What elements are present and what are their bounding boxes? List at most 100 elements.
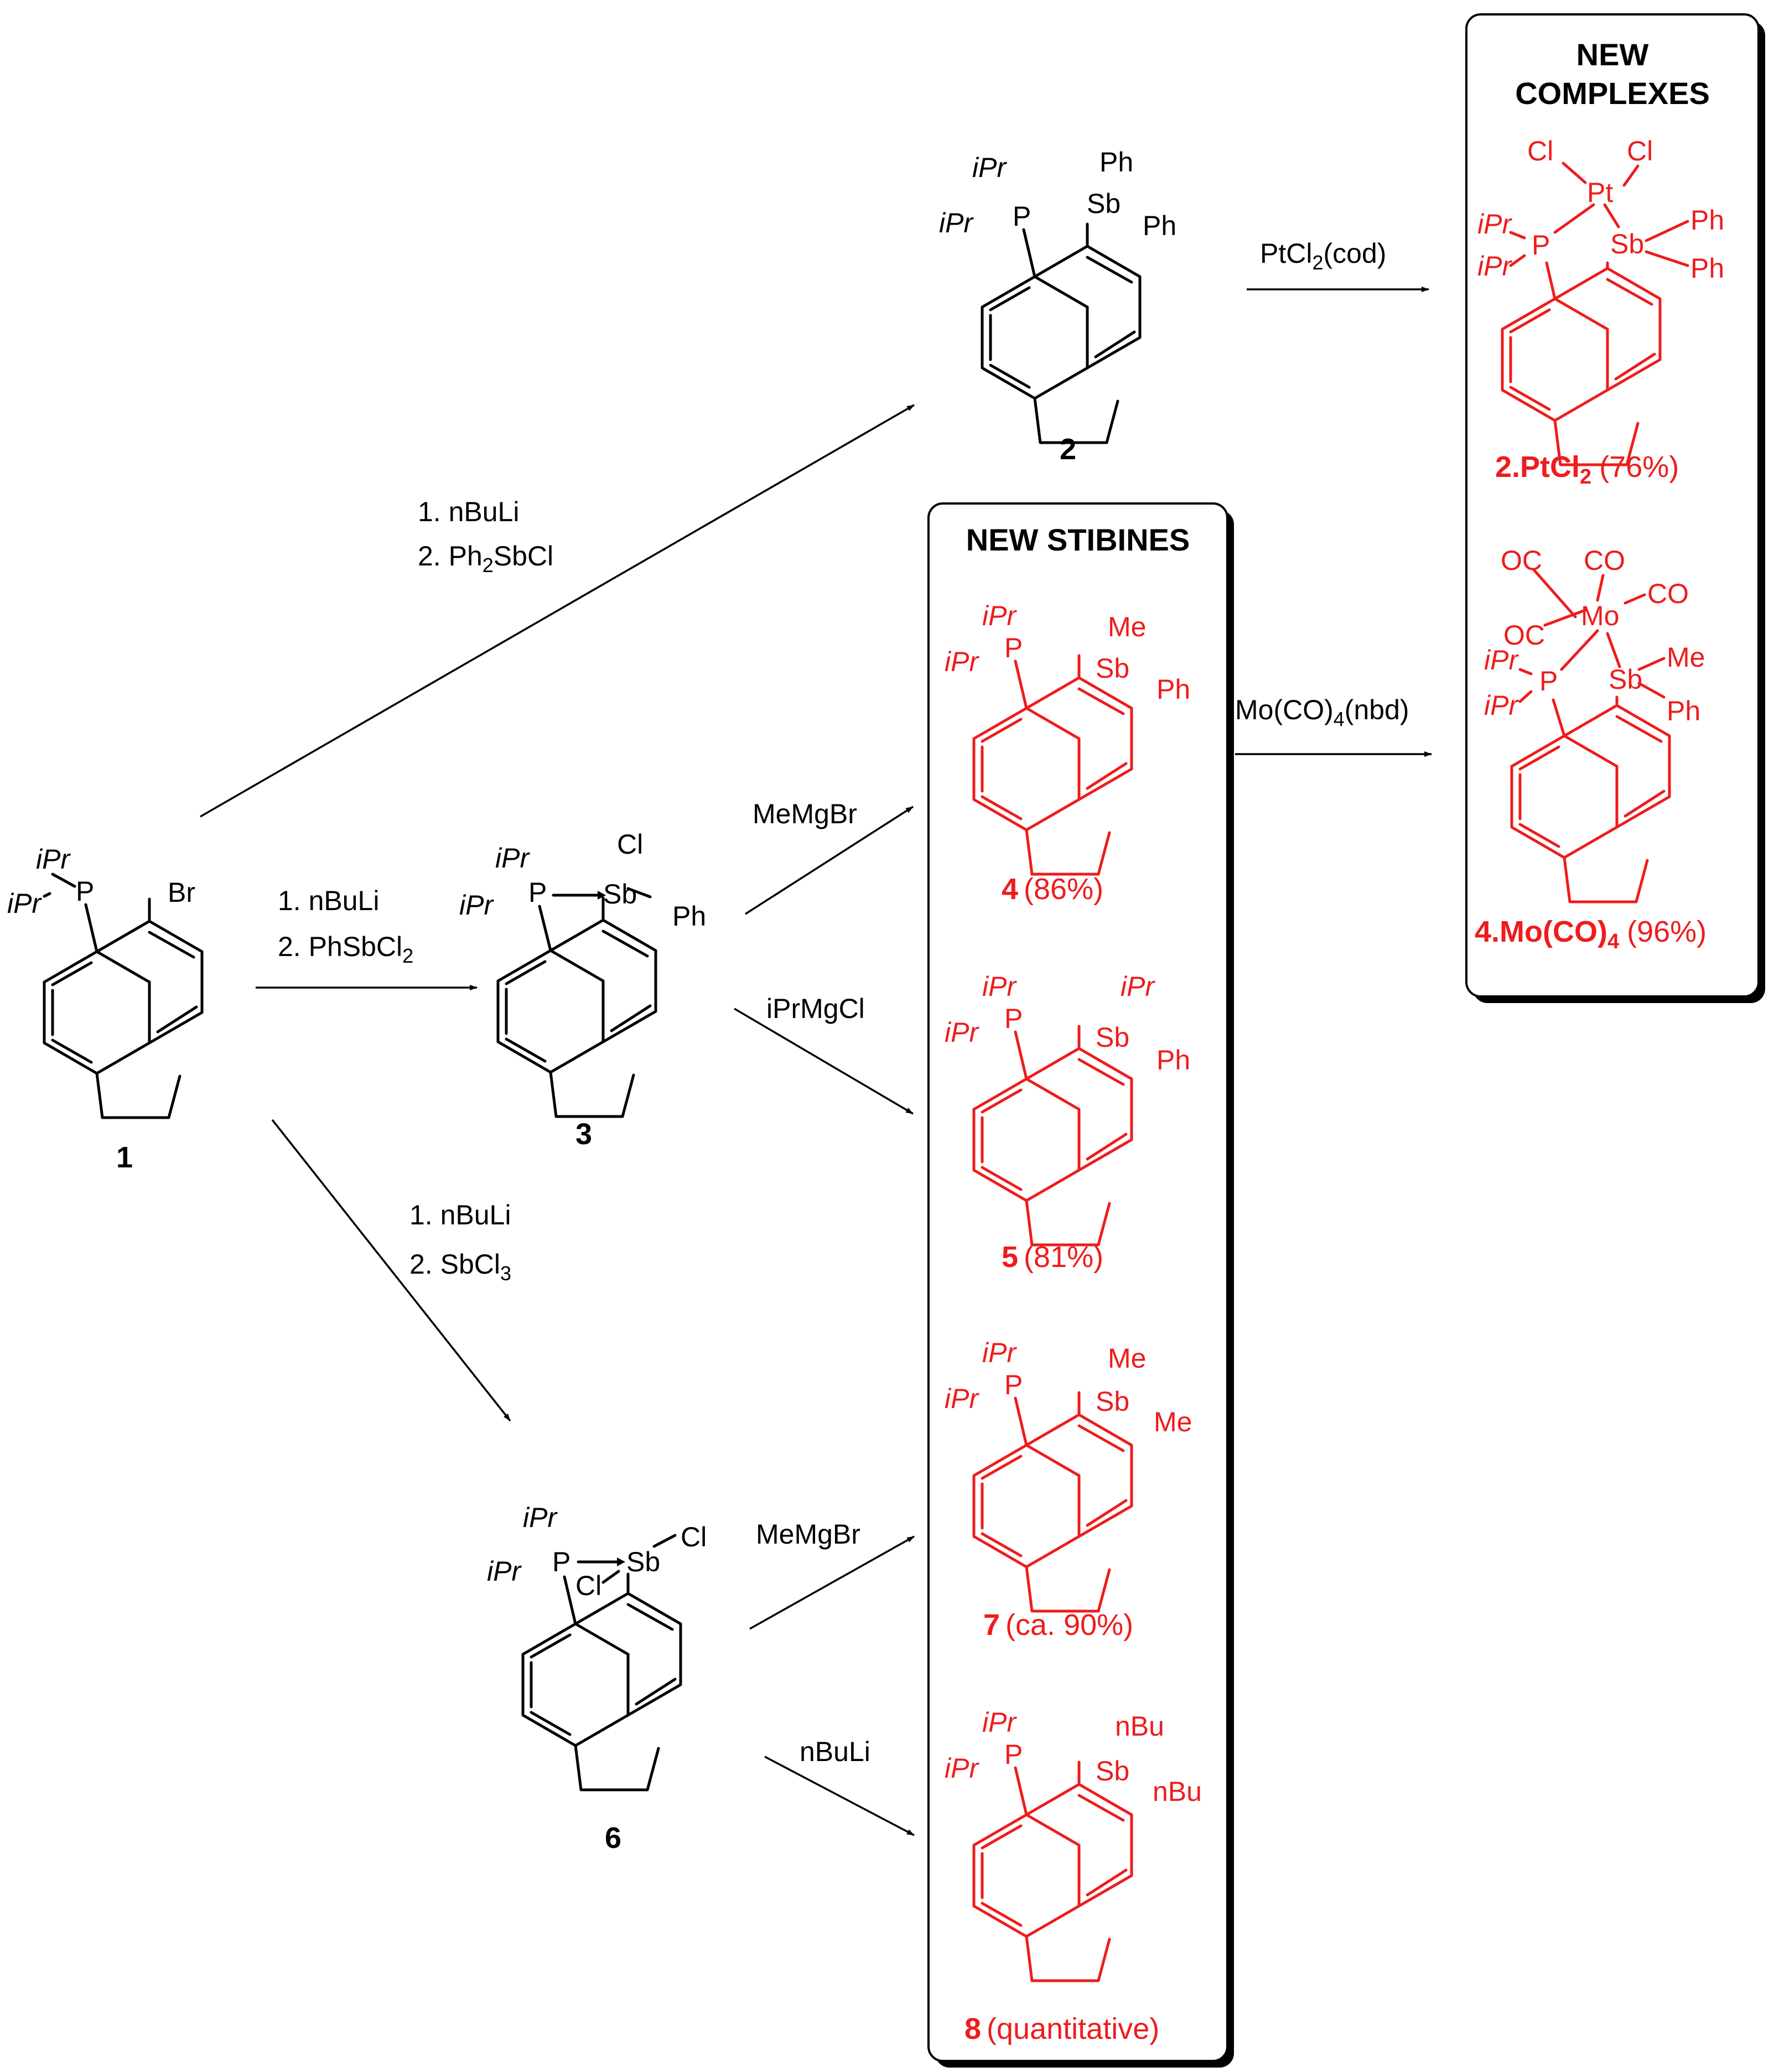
reagent-to-pt: PtCl2(cod) [1260,238,1386,274]
c7-sb: Sb [1096,1386,1129,1417]
arrow-3-to-5 [734,1008,914,1115]
mo-co-c: CO [1647,578,1689,609]
c8-r1: nBu [1115,1711,1164,1742]
c4-ipr-a: iPr [982,600,1017,631]
c3-sb: Sb [603,879,637,910]
c5-p: P [1004,1003,1023,1034]
c3-ph: Ph [672,901,706,932]
reaction-arrows [200,287,1432,1836]
arrow-1-to-6 [271,1119,511,1422]
c2-ipr-b: iPr [939,207,974,238]
c1-p: P [76,876,94,907]
c5-label: 5(81%) [1002,1240,1103,1274]
mo-co-b: CO [1584,545,1625,576]
c2-ph-b: Ph [1143,210,1176,241]
pt-p: P [1532,230,1550,261]
c2-ph-a: Ph [1099,147,1133,178]
c7-p: P [1004,1369,1023,1400]
c8-ipr-b: iPr [945,1753,979,1784]
c3-ipr-b: iPr [459,890,494,921]
mo-metal: Mo [1581,600,1619,631]
c1-label: 1 [116,1141,133,1174]
pt-cl-a: Cl [1527,136,1553,167]
c7-label: 7(ca. 90%) [983,1608,1133,1642]
new-complexes-title-line1: NEW [1576,37,1649,72]
compound-5: P Sb iPr Ph iPr iPr 5(81%) [945,971,1190,1274]
mo-co-d: OC [1503,620,1545,651]
c5-sb: Sb [1096,1022,1129,1053]
compound-6: P Sb Cl Cl iPr iPr 6 [487,1502,707,1855]
compound-3: P Sb Cl Ph iPr iPr 3 [459,829,706,1151]
c3-ipr-a: iPr [495,843,530,874]
pt-sb: Sb [1610,229,1644,259]
compound-2: P Sb Ph Ph iPr iPr 2 [939,147,1176,466]
mo-sb: Sb [1609,664,1642,695]
arrow-3-to-4 [745,806,914,915]
c2-sb: Sb [1087,188,1121,219]
mo-ipr-a: iPr [1484,645,1519,676]
mo-ipr-b: iPr [1484,690,1519,721]
c8-p: P [1004,1739,1023,1770]
c8-r2: nBu [1153,1776,1202,1807]
compound-4: P Sb Me Ph iPr iPr 4(86%) [945,600,1190,906]
reagent-to-mo: Mo(CO)4(nbd) [1235,694,1409,730]
reagent-to-3-line2: 2. PhSbCl2 [278,931,413,967]
compound-1: P Br iPr iPr 1 [7,844,204,1174]
reagent-to-3-line1: 1. nBuLi [278,885,379,916]
new-complexes-box: NEW COMPLEXES [1465,13,1765,1003]
compound-7: P Sb Me Me iPr iPr 7(ca. 90%) [945,1337,1192,1642]
pt-cl-b: Cl [1627,136,1653,167]
c4-r2: Ph [1156,674,1190,705]
complex-mo: P Sb Mo OC CO CO OC Me Ph iPr iPr 4.Mo(C… [1475,545,1707,953]
new-stibines-title: NEW STIBINES [966,522,1190,557]
c6-cl-b: Cl [575,1570,601,1601]
mo-ph: Ph [1667,695,1700,726]
c5-r1: iPr [1121,971,1155,1002]
c5-ipr-a: iPr [982,971,1017,1002]
c7-r1: Me [1108,1343,1146,1374]
new-complexes-title-line2: COMPLEXES [1515,76,1710,111]
pt-metal: Pt [1587,177,1613,208]
pt-label: 2.PtCl2(76%) [1495,450,1679,489]
c4-r1: Me [1108,611,1146,642]
c7-ipr-a: iPr [982,1337,1017,1368]
c6-cl-a: Cl [681,1521,707,1552]
arrow-6-to-8 [764,1756,915,1836]
c1-ipr-b: iPr [7,888,42,919]
compound-8: P Sb nBu nBu iPr iPr 8(quantitative) [945,1707,1202,2045]
c1-ipr-a: iPr [36,844,71,875]
mo-co-a: OC [1501,545,1542,576]
c5-r2: Ph [1156,1045,1190,1076]
c8-label: 8(quantitative) [964,2012,1159,2045]
reagent-labels: 1. nBuLi 2. Ph2SbCl 1. nBuLi 2. PhSbCl2 … [278,238,1409,1767]
c7-r2: Me [1154,1406,1192,1437]
c3-label: 3 [575,1118,592,1151]
pt-ipr-a: iPr [1477,209,1512,240]
mo-p: P [1539,666,1558,697]
c4-ipr-b: iPr [945,646,979,677]
c2-p: P [1013,201,1031,232]
c4-sb: Sb [1096,653,1129,684]
new-stibines-box: NEW STIBINES [927,502,1234,2068]
mo-me: Me [1667,642,1705,673]
c3-p: P [528,877,547,908]
c6-ipr-a: iPr [523,1502,558,1533]
reagent-to-2-line2: 2. Ph2SbCl [418,541,553,577]
arrow-6-to-7 [749,1535,915,1630]
pt-ph-a: Ph [1690,205,1724,236]
reagent-to-8: nBuLi [800,1736,870,1767]
c4-p: P [1004,632,1023,663]
c6-p: P [552,1546,570,1577]
reagent-to-5: iPrMgCl [766,993,865,1024]
reagent-to-2-line1: 1. nBuLi [418,496,519,527]
c6-sb: Sb [626,1546,660,1577]
c6-ipr-b: iPr [487,1556,522,1587]
c4-label: 4(86%) [1002,873,1103,906]
c2-ipr-a: iPr [972,152,1007,183]
c5-ipr-b: iPr [945,1017,979,1048]
mo-label: 4.Mo(CO)4(96%) [1475,915,1707,953]
pt-ph-b: Ph [1690,253,1724,284]
c7-ipr-b: iPr [945,1383,979,1414]
c2-label: 2 [1060,433,1076,466]
